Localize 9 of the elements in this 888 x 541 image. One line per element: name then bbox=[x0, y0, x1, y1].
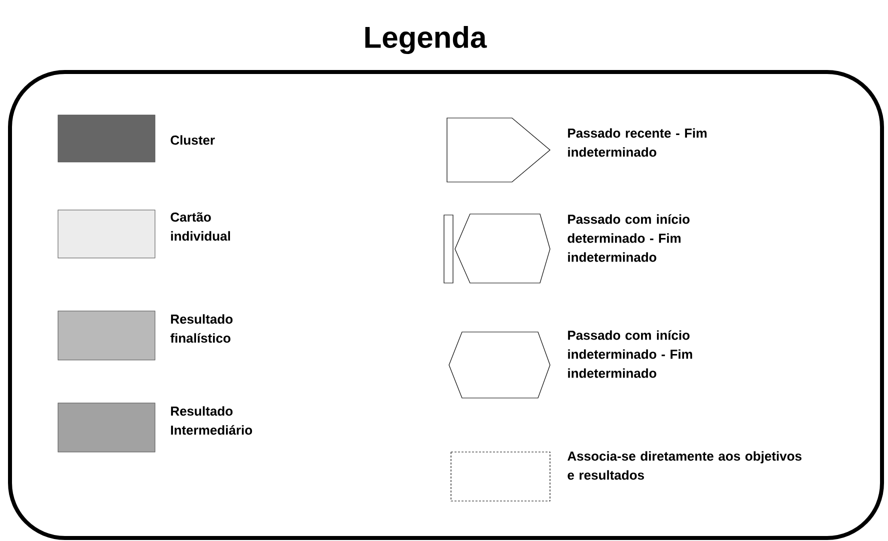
legend-text: Resultado Intermediário bbox=[171, 406, 252, 435]
legend-text: Passado com início determinado - Fim indeterminado bbox=[568, 214, 690, 262]
legend-text: Passado com início indeterminado - Fim indeterminado bbox=[568, 330, 692, 378]
legend-text: Associa-se diretamente aos objetivos e resultados bbox=[568, 451, 802, 480]
legend-text: Passado recente - Fim indeterminado bbox=[568, 128, 707, 157]
legend-text: Cartão individual bbox=[170, 212, 230, 241]
legend-text: Cluster bbox=[170, 135, 215, 145]
legend-text: Resultado finalístico bbox=[170, 314, 233, 343]
legend-title: Legenda bbox=[365, 26, 487, 54]
